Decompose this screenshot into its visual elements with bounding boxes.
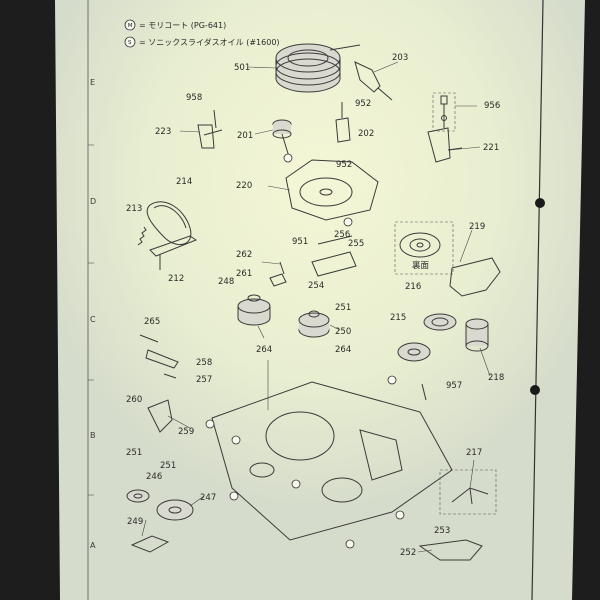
part-number: 252 — [400, 548, 416, 558]
lever-212-drawing — [149, 235, 198, 270]
gear-216-inset-drawing — [399, 232, 441, 258]
part-number: 201 — [237, 131, 253, 141]
part-number: 218 — [488, 373, 504, 383]
part-217-box — [439, 469, 497, 515]
part-number: 214 — [176, 177, 192, 187]
part-number: 951 — [292, 237, 308, 247]
part-number: 956 — [484, 101, 500, 111]
main-chassis-drawing — [211, 360, 453, 541]
gear-215-drawing — [397, 342, 431, 362]
part-number: 248 — [218, 277, 234, 287]
reel-250-drawing — [298, 310, 330, 338]
part-number: 957 — [446, 381, 462, 391]
bracket-219-drawing — [449, 257, 501, 297]
legend-symbol-s: S — [128, 40, 132, 46]
legend-text-molykote: = モリコート (PG-641) — [139, 21, 226, 30]
part-number: 952 — [355, 99, 371, 109]
part-number: 501 — [234, 63, 250, 73]
part-number: 203 — [392, 53, 408, 63]
part-number: 257 — [196, 375, 212, 385]
part-number: 223 — [155, 127, 171, 137]
reel-248-drawing — [237, 294, 271, 326]
pulley-218-drawing — [465, 318, 489, 352]
part-number: 261 — [236, 269, 252, 279]
inset-label-back: 裏面 — [412, 260, 430, 271]
part-number: 212 — [168, 274, 184, 284]
part-956-box — [432, 92, 456, 132]
grid-row-e: E — [90, 78, 95, 87]
part-number: 259 — [178, 427, 194, 437]
gear-216-drawing — [423, 313, 457, 331]
part-number: 220 — [236, 181, 252, 191]
part-220-plate-drawing — [285, 159, 379, 221]
part-203-drawing — [354, 61, 393, 101]
part-number: 255 — [348, 239, 364, 249]
part-number: 246 — [146, 472, 162, 482]
part-number: 258 — [196, 358, 212, 368]
part-number: 256 — [334, 230, 350, 240]
bracket-259-drawing — [147, 399, 173, 433]
grid-row-a: A — [90, 541, 96, 550]
spring-213-drawing — [137, 226, 147, 246]
drum-motor-drawing — [275, 43, 361, 93]
gear-247-drawing — [156, 499, 194, 521]
screw-956-drawing — [440, 95, 448, 128]
part-number: 260 — [126, 395, 142, 405]
part-number: 253 — [434, 526, 450, 536]
leader-lines — [141, 61, 491, 553]
part-number: 262 — [236, 250, 252, 260]
part-number: 264 — [335, 345, 351, 355]
part-number: 247 — [200, 493, 216, 503]
binding-hole-top — [535, 198, 545, 208]
grid-row-c: C — [90, 315, 96, 324]
part-number: 249 — [127, 517, 143, 527]
oil-symbol-icon — [124, 36, 136, 48]
levers-258-257-drawing — [139, 334, 179, 379]
part-number: 251 — [160, 461, 176, 471]
part-261-262-drawing — [269, 261, 287, 287]
part-number: 265 — [144, 317, 160, 327]
legend-symbol-m: M — [128, 23, 133, 29]
screw-957-drawing — [421, 383, 427, 401]
lever-252-drawing — [418, 539, 483, 561]
part-number: 221 — [483, 143, 499, 153]
binding-hole-bottom — [530, 385, 540, 395]
part-number: 215 — [390, 313, 406, 323]
part-number: 251 — [335, 303, 351, 313]
belt-214-drawing — [146, 201, 192, 246]
legend: M = モリコート (PG-641) S = ソニックスライダスオイル (#16… — [124, 19, 280, 48]
grid-row-b: B — [90, 431, 96, 440]
part-number: 254 — [308, 281, 324, 291]
part-number: 216 — [405, 282, 421, 292]
part-number: 952 — [336, 160, 352, 170]
part-223-drawing — [197, 124, 223, 149]
right-border-line — [531, 0, 544, 600]
grid-row-d: D — [90, 197, 96, 206]
part-number: 219 — [469, 222, 485, 232]
part-202-drawing — [335, 117, 351, 143]
part-number: 217 — [466, 448, 482, 458]
part-number: 264 — [256, 345, 272, 355]
molykote-symbol-icon — [124, 19, 136, 31]
legend-text-oil: = ソニックスライダスオイル (#1600) — [139, 37, 280, 47]
part-254-255-drawing — [311, 235, 357, 277]
part-number: 251 — [126, 448, 142, 458]
part-249-drawing — [130, 535, 170, 553]
part-number: 250 — [335, 327, 351, 337]
screw-958-drawing — [213, 109, 217, 129]
part-number: 958 — [186, 93, 202, 103]
part-number: 213 — [126, 204, 142, 214]
part-number-labels: 501 203 958 952 956 223 201 202 221 952 … — [126, 53, 504, 558]
reel-246-drawing — [126, 489, 150, 503]
lubrication-markers — [205, 153, 405, 549]
part-number: 202 — [358, 129, 374, 139]
